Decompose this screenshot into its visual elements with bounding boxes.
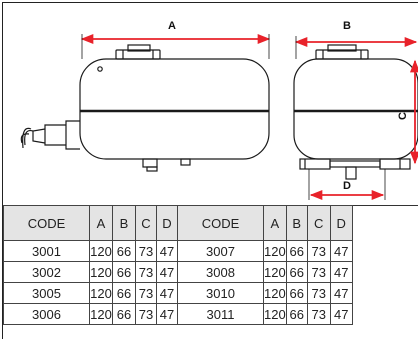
cell-c: 73 <box>135 303 157 325</box>
cell-b: 66 <box>112 261 136 283</box>
cell-c: 73 <box>135 240 157 262</box>
cell-code: 3011 <box>177 303 264 325</box>
cell-a: 120 <box>89 240 113 262</box>
cell-c: 73 <box>306 303 331 325</box>
dimension-label-c: C <box>397 112 409 120</box>
header-code: CODE <box>3 205 90 241</box>
cell-a: 120 <box>89 282 113 304</box>
cell-c: 73 <box>306 282 331 304</box>
table-row: 3005 120 66 73 47 3010 120 66 73 47 <box>3 282 353 304</box>
header-b-2: B <box>285 205 308 241</box>
table-row: 3006 120 66 73 47 3011 120 66 73 47 <box>3 303 353 325</box>
cell-c: 73 <box>135 282 157 304</box>
cell-d: 47 <box>329 282 353 304</box>
cell-b: 66 <box>285 240 308 262</box>
table-row: 3001 120 66 73 47 3007 120 66 73 47 <box>3 240 353 262</box>
cell-code: 3002 <box>3 261 90 283</box>
header-d-2: D <box>329 205 353 241</box>
dimension-label-b: B <box>343 20 351 32</box>
cell-b: 66 <box>112 282 136 304</box>
header-b: B <box>112 205 136 241</box>
cell-code: 3007 <box>177 240 264 262</box>
cell-a: 120 <box>263 261 287 283</box>
cell-d: 47 <box>156 261 178 283</box>
technical-drawing-panel: A B C <box>3 3 418 206</box>
side-view <box>20 44 270 172</box>
header-code-2: CODE <box>177 205 264 241</box>
cell-a: 120 <box>89 303 113 325</box>
cell-b: 66 <box>285 282 308 304</box>
cell-code: 3001 <box>3 240 90 262</box>
cell-b: 66 <box>285 261 308 283</box>
cell-code: 3010 <box>177 282 264 304</box>
cell-a: 120 <box>263 303 287 325</box>
front-view <box>293 44 418 180</box>
cell-b: 66 <box>112 240 136 262</box>
cell-d: 47 <box>329 261 353 283</box>
cell-d: 47 <box>156 282 178 304</box>
spec-sheet: A B C <box>2 2 418 339</box>
cell-a: 120 <box>263 240 287 262</box>
cell-d: 47 <box>156 303 178 325</box>
cell-d: 47 <box>329 240 353 262</box>
dimension-label-d: D <box>343 180 351 192</box>
cell-code: 3005 <box>3 282 90 304</box>
cell-c: 73 <box>135 261 157 283</box>
cell-code: 3006 <box>3 303 90 325</box>
cell-b: 66 <box>112 303 136 325</box>
table-header-row: CODE A B C D CODE A B C D <box>3 205 353 241</box>
cell-d: 47 <box>329 303 353 325</box>
header-c: C <box>135 205 157 241</box>
table-row: 3002 120 66 73 47 3008 120 66 73 47 <box>3 261 353 283</box>
cell-c: 73 <box>306 240 331 262</box>
cell-c: 73 <box>306 261 331 283</box>
header-a-2: A <box>263 205 287 241</box>
header-a: A <box>89 205 113 241</box>
dimensions-table: CODE A B C D CODE A B C D 3001 120 66 73… <box>3 205 353 325</box>
header-d: D <box>156 205 178 241</box>
header-c-2: C <box>306 205 331 241</box>
cell-a: 120 <box>89 261 113 283</box>
dimension-label-a: A <box>168 20 176 32</box>
cell-code: 3008 <box>177 261 264 283</box>
cell-b: 66 <box>285 303 308 325</box>
cell-a: 120 <box>263 282 287 304</box>
technical-drawing: A B C <box>20 20 418 201</box>
cell-d: 47 <box>156 240 178 262</box>
